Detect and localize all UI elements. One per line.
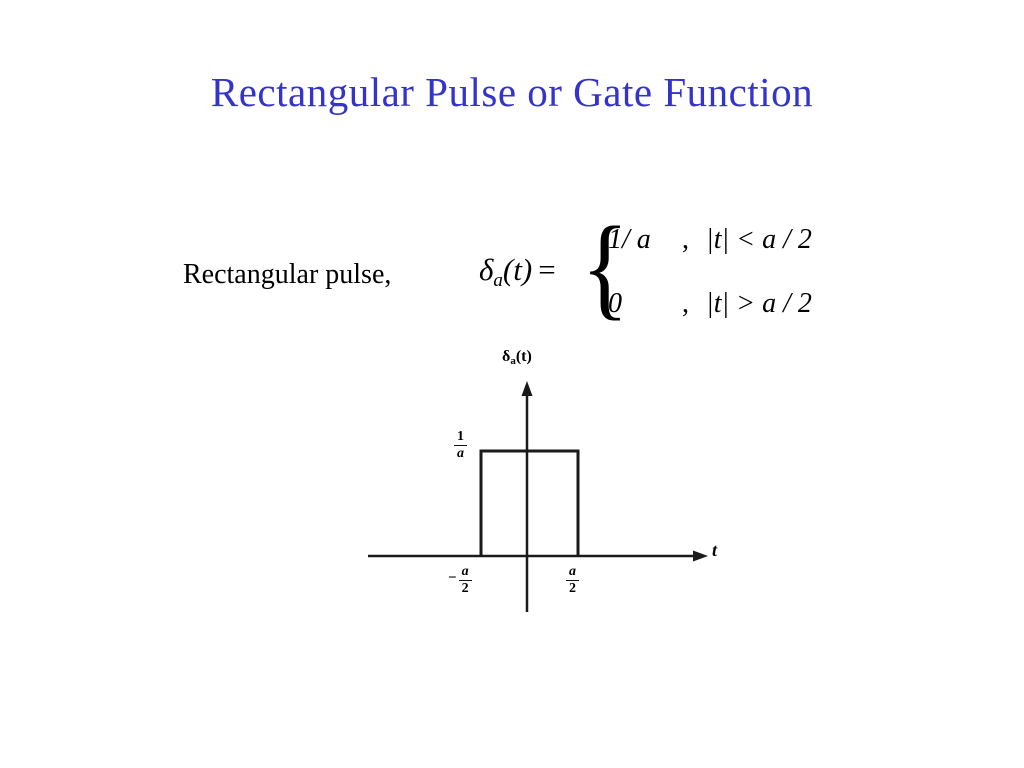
formula-intro: Rectangular pulse, [183,259,392,290]
graph-delta-symbol: δ [502,348,511,365]
case-row-top: 1/ a , |t| < a / 2 [608,224,812,264]
amplitude-numerator: 1 [454,429,467,447]
amplitude-label: 1 a [454,427,467,462]
right-edge-label: a 2 [566,564,579,597]
right-edge-numerator: a [566,564,579,582]
left-edge-fraction: a 2 [458,564,472,597]
amplitude-fraction: 1 a [454,429,467,462]
graph-y-label: δa(t) [502,348,532,367]
equals-sign: = [538,252,556,287]
cases-brace: { [581,202,629,331]
pulse-graph-canvas [368,381,708,612]
right-edge-denominator: 2 [569,581,576,597]
graph-delta-subscript: a [510,355,516,367]
right-edge-fraction: a 2 [566,564,579,597]
pulse-graph: δa(t) t 1 a − a 2 a 2 [340,340,760,640]
left-edge-denominator: 2 [461,581,469,597]
case-row-bottom: 0 , |t| > a / 2 [608,288,812,328]
left-edge-numerator: a [458,564,472,582]
case-condition: |t| > a / 2 [706,288,812,319]
slide-title: Rectangular Pulse or Gate Function [210,69,814,115]
formula-lhs: δa(t)= [479,252,556,291]
y-axis-arrow [521,381,533,396]
case-value: 0 [608,288,622,319]
delta-subscript: a [493,270,503,291]
graph-x-label: t [712,540,718,560]
case-value: 1/ a [608,224,651,255]
piecewise-cases: 1/ a , |t| < a / 2 0 , |t| > a / 2 [608,224,812,328]
case-comma: , [682,288,689,319]
amplitude-denominator: a [457,446,464,462]
left-edge-label: − a 2 [448,564,472,597]
delta-argument: (t) [502,252,533,287]
delta-symbol: δ [479,252,494,287]
minus-sign: − [448,570,457,587]
pulse-outline [479,449,580,556]
case-condition: |t| < a / 2 [706,224,812,255]
x-axis-arrow [693,550,708,562]
case-comma: , [682,224,689,255]
graph-delta-argument: (t) [515,348,532,365]
